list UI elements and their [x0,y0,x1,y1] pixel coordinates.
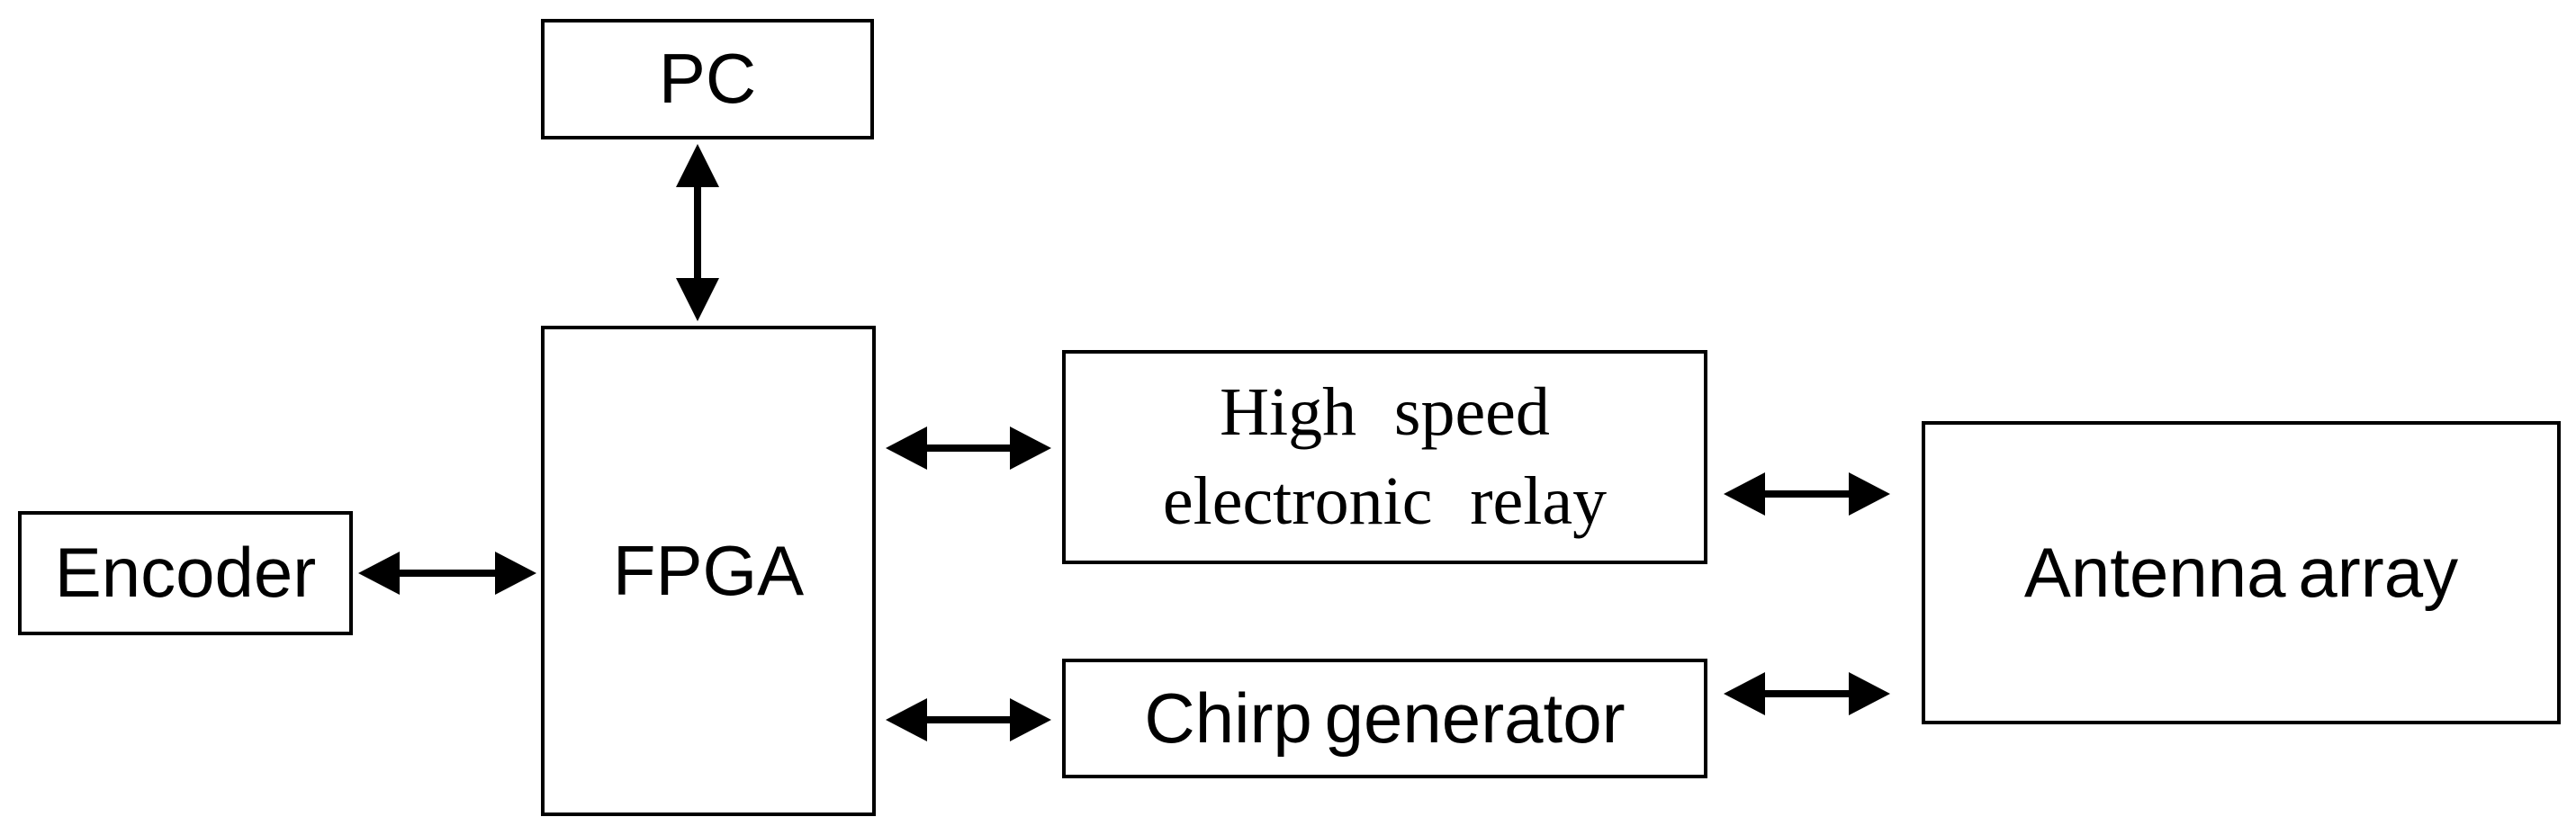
block-label: High speed electronic relay [1162,374,1608,539]
arrow-encoder-fpga [358,552,536,595]
block-pc: PC [541,19,874,139]
arrowhead-up-icon [676,144,719,187]
block-encoder: Encoder [18,511,353,635]
arrowhead-left-icon [358,552,400,595]
arrowhead-left-icon [886,426,927,470]
block-chirp-generator: Chirp generator [1062,659,1707,778]
arrowhead-left-icon [886,698,927,741]
block-label: Encoder [54,533,317,613]
arrow-pc-fpga [676,144,719,321]
arrowhead-right-icon [1010,698,1051,741]
arrowhead-left-icon [1724,672,1765,715]
block-high-speed-electronic-relay: High speed electronic relay [1062,350,1707,564]
block-label: FPGA [612,530,805,610]
arrowhead-right-icon [495,552,536,595]
block-label: Chirp generator [1144,678,1626,758]
arrow-chirp-antenna [1724,672,1890,715]
arrowhead-right-icon [1010,426,1051,470]
arrowhead-left-icon [1724,472,1765,516]
block-fpga: FPGA [541,326,876,816]
arrow-fpga-relay [886,426,1051,470]
arrowhead-down-icon [676,278,719,321]
block-label: PC [658,39,757,119]
block-label: Antenna array [2023,532,2459,612]
arrowhead-right-icon [1849,672,1890,715]
arrowhead-right-icon [1849,472,1890,516]
block-antenna-array: Antenna array [1922,421,2561,724]
arrow-relay-antenna [1724,472,1890,516]
arrow-fpga-chirp [886,698,1051,741]
